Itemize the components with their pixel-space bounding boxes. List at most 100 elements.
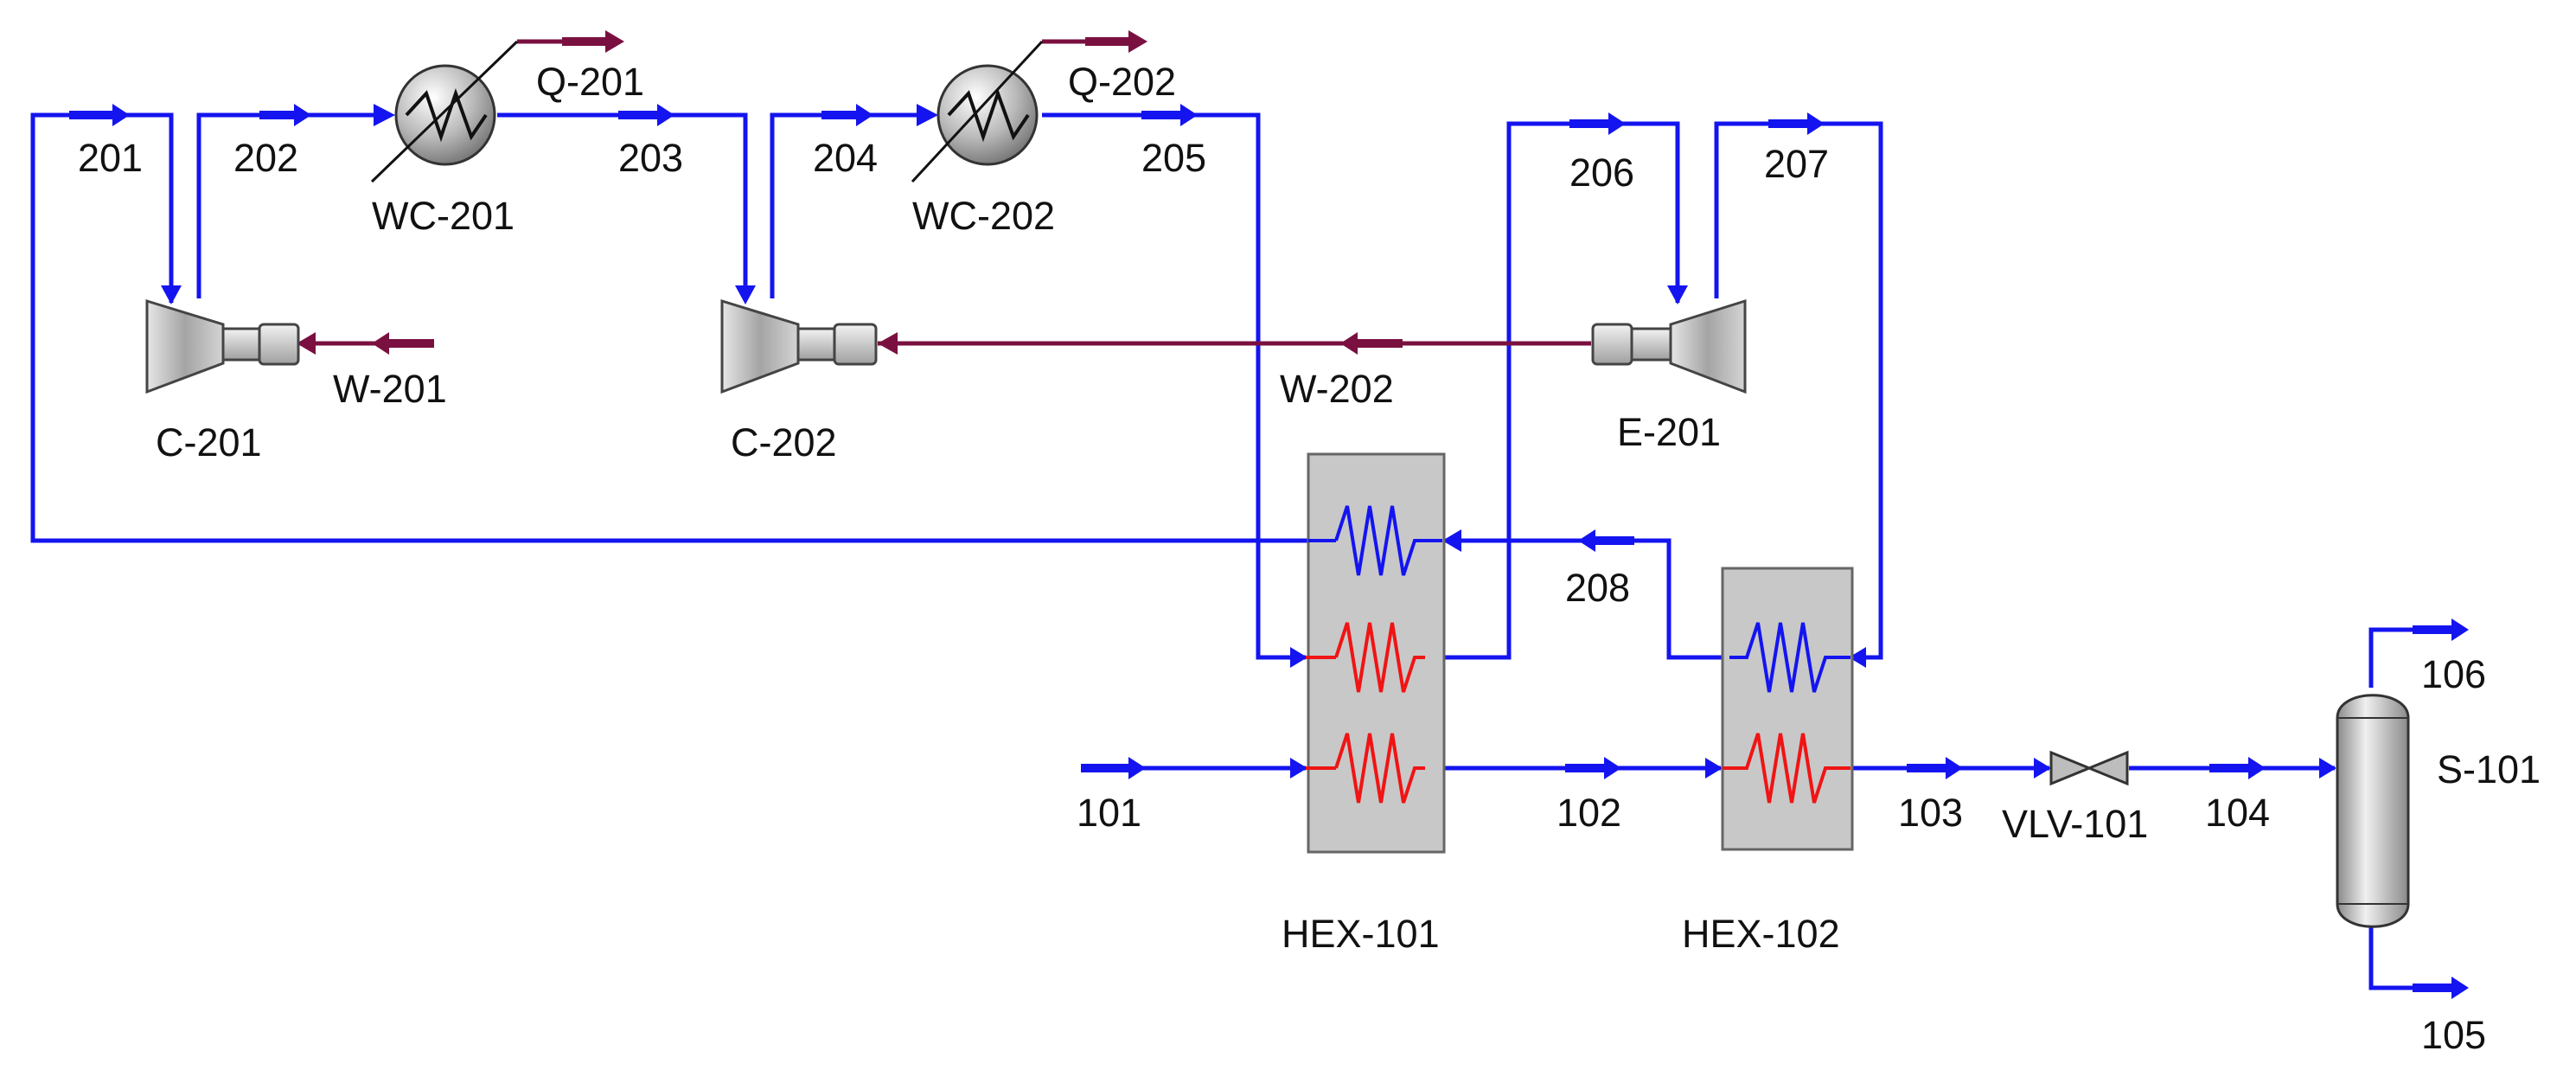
stream-105-line[interactable] [2368, 926, 2451, 990]
c-201-shaft [221, 327, 261, 362]
energy-stream-lines [298, 39, 1591, 346]
c-202-shaft [796, 327, 836, 362]
stream-102-arrow [1565, 757, 1621, 779]
material-stream-lines [30, 112, 2451, 990]
stream-206-line[interactable] [1422, 121, 1680, 660]
c202-inlet-arrowhead [735, 285, 756, 304]
q202-arrow [1085, 30, 1147, 53]
wc-201-cooler[interactable] [370, 40, 519, 183]
hex101-inlet-101-arrowhead [1290, 758, 1307, 778]
stream-201-arrow [69, 104, 130, 126]
stream-206-arrow [1569, 112, 1626, 135]
stream-101-arrow [1081, 757, 1146, 779]
w201-arrow [297, 332, 434, 355]
label-stream-103: 103 [1898, 791, 1963, 835]
w202-arrow [878, 332, 1403, 355]
vlv-101-right-triangle [2086, 750, 2129, 786]
label-c-201: C-201 [156, 420, 262, 465]
hex-102-exchanger[interactable] [1721, 567, 1854, 851]
e-201-coupling [1591, 323, 1633, 366]
label-stream-101: 101 [1077, 791, 1141, 835]
wc-201-body [394, 64, 496, 166]
stream-205-line[interactable] [1042, 112, 1306, 660]
label-stream-104: 104 [2205, 791, 2270, 835]
label-hex-101: HEX-101 [1282, 912, 1440, 956]
stream-204-arrow [821, 104, 938, 126]
label-stream-206: 206 [1569, 151, 1634, 195]
wc-202-body [936, 64, 1039, 166]
s-101-separator[interactable] [2336, 694, 2410, 928]
wc-201-coil [405, 87, 488, 143]
stream-201-line[interactable] [30, 112, 1425, 543]
c-201-coupling [258, 323, 300, 366]
wc-201-diagonal [370, 40, 519, 183]
stream-207-arrow [1768, 112, 1825, 135]
stream-202-arrow [259, 104, 395, 126]
e201-inlet-arrowhead [1667, 285, 1688, 304]
hex102-inlet-102-arrowhead [1705, 758, 1723, 778]
hex-101-coil-hot1 [1334, 622, 1425, 693]
c201-inlet-arrowhead [161, 285, 182, 304]
hex101-inlet-205-arrowhead [1290, 647, 1307, 668]
label-stream-207: 207 [1764, 142, 1829, 186]
label-s-101: S-101 [2437, 747, 2541, 791]
stream-105-arrow [2413, 977, 2469, 999]
wc-202-diagonal [911, 40, 1044, 183]
label-stream-106: 106 [2421, 652, 2486, 696]
stream-104-arrow [2209, 757, 2266, 779]
label-stream-202: 202 [233, 136, 298, 180]
label-c-202: C-202 [731, 420, 837, 465]
q201-arrow [562, 30, 624, 53]
label-stream-208: 208 [1565, 566, 1630, 610]
c-202-coupling [833, 323, 878, 366]
label-stream-205: 205 [1141, 136, 1206, 180]
stream-103-arrow [1907, 757, 1963, 779]
hex-101-coil-hot2 [1334, 733, 1425, 804]
e-201-shaft [1630, 327, 1672, 362]
hex-102-coil-hot [1723, 733, 1851, 804]
stream-205-arrow [1141, 104, 1198, 126]
label-w-202: W-202 [1280, 367, 1394, 411]
c-201-body [145, 298, 225, 394]
label-stream-203: 203 [618, 136, 683, 180]
label-q-201: Q-201 [536, 60, 644, 104]
energy-stream-arrows [297, 30, 1403, 355]
label-wc-202: WC-202 [912, 194, 1055, 238]
stream-208-line[interactable] [1442, 538, 1729, 660]
equipment-labels: WC-201 WC-202 C-201 C-202 E-201 HEX-101 … [156, 194, 2541, 956]
stream-labels: 201 202 203 204 205 206 207 208 101 102 … [78, 136, 2486, 1057]
stream-208-arrow [1442, 529, 1634, 552]
label-vlv-101: VLV-101 [2002, 802, 2148, 846]
hex102-inlet-207-arrowhead [1849, 647, 1866, 668]
hex-102-coil-cold [1729, 622, 1851, 693]
s101-inlet-arrowhead [2319, 758, 2336, 778]
stream-204-line[interactable] [770, 112, 934, 298]
label-stream-102: 102 [1556, 791, 1621, 835]
stream-106-arrow [2413, 618, 2469, 641]
stream-203-line[interactable] [497, 112, 748, 298]
label-w-201: W-201 [333, 367, 447, 411]
vlv-101-valve[interactable] [2049, 750, 2129, 786]
energy-labels: Q-201 Q-202 W-201 W-202 [333, 60, 1394, 411]
stream-203-arrow [618, 104, 674, 126]
hex-101-exchanger[interactable] [1306, 452, 1446, 854]
material-stream-arrows [69, 104, 2469, 999]
label-wc-201: WC-201 [372, 194, 515, 238]
label-stream-204: 204 [813, 136, 878, 180]
e-201-expander[interactable] [1591, 298, 1747, 394]
stream-202-line[interactable] [196, 112, 391, 298]
wc-202-cooler[interactable] [911, 40, 1044, 183]
vlv101-inlet-arrowhead [2034, 758, 2051, 778]
wc-202-coil [947, 87, 1030, 143]
s-101-vessel [2336, 694, 2410, 928]
label-stream-201: 201 [78, 136, 143, 180]
hex-101-coil-cold [1334, 505, 1442, 576]
hex-102-body [1721, 567, 1854, 851]
c-201-compressor[interactable] [145, 298, 300, 394]
c-202-compressor[interactable] [720, 298, 878, 394]
vlv-101-left-triangle [2049, 750, 2093, 786]
stream-207-line[interactable] [1714, 121, 1883, 660]
label-stream-105: 105 [2421, 1013, 2486, 1057]
label-hex-102: HEX-102 [1682, 912, 1840, 956]
